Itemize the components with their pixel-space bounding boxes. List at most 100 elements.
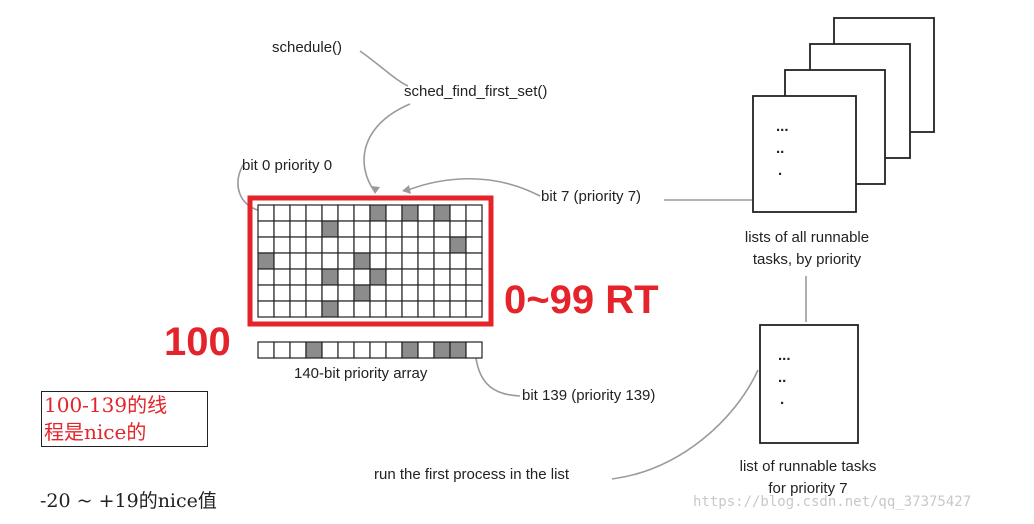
priority-bit-cell xyxy=(257,252,275,270)
connector-find-to-array xyxy=(363,103,411,193)
page-dots-1: . xyxy=(778,162,783,179)
priority-bit-cell-bottom xyxy=(417,341,435,359)
priority-bit-cell xyxy=(401,220,419,238)
priority-bit-cell-bottom xyxy=(353,341,371,359)
watermark: https://blog.csdn.net/qq_37375427 xyxy=(693,494,972,510)
priority-bit-cell xyxy=(305,220,323,238)
priority-bit-cell xyxy=(305,236,323,254)
priority-bit-cell xyxy=(337,284,355,302)
priority-bit-cell xyxy=(289,300,307,318)
priority-bit-cell-bottom xyxy=(305,341,323,359)
priority-bit-cell xyxy=(385,236,403,254)
priority-bit-cell-bottom xyxy=(369,341,387,359)
priority-bit-cell xyxy=(401,204,419,222)
priority-bit-cell xyxy=(385,220,403,238)
priority-bit-cell-bottom xyxy=(257,341,275,359)
priority-bit-cell xyxy=(401,300,419,318)
priority-bit-cell xyxy=(289,252,307,270)
priority-bit-cell-bottom xyxy=(401,341,419,359)
priority-bit-cell xyxy=(433,236,451,254)
priority-bit-cell xyxy=(385,252,403,270)
priority-bit-cell xyxy=(433,204,451,222)
priority-bit-cell xyxy=(449,300,467,318)
all-lists-caption-line2: tasks, by priority xyxy=(752,251,862,268)
priority-bit-cell xyxy=(257,268,275,286)
run-first-label: run the first process in the list xyxy=(374,466,570,483)
prio7-caption-line2: for priority 7 xyxy=(768,480,848,497)
priority-bit-cell xyxy=(465,220,483,238)
priority-bit-cell xyxy=(337,236,355,254)
connector-run-first xyxy=(611,369,759,480)
prio7-dots-3: ... xyxy=(778,347,791,364)
priority-bit-cell xyxy=(337,268,355,286)
priority-bit-cell xyxy=(449,252,467,270)
priority-bit-cell xyxy=(273,252,291,270)
priority-bit-cell xyxy=(353,252,371,270)
priority-bit-cell xyxy=(305,300,323,318)
bit139-label: bit 139 (priority 139) xyxy=(522,387,656,404)
priority-bit-cell xyxy=(337,300,355,318)
priority-bit-cell xyxy=(465,300,483,318)
priority-bit-cell xyxy=(321,220,339,238)
priority-bit-cell xyxy=(257,220,275,238)
priority-bit-cell xyxy=(465,204,483,222)
priority-bit-cell xyxy=(353,236,371,254)
priority-bit-cell xyxy=(433,252,451,270)
priority-bit-cell xyxy=(305,268,323,286)
priority-bit-cell xyxy=(321,236,339,254)
priority-bit-cell xyxy=(321,204,339,222)
priority-bit-cell xyxy=(353,300,371,318)
priority-bit-cell xyxy=(305,284,323,302)
priority-bit-cell xyxy=(401,236,419,254)
priority-bit-cell xyxy=(369,204,387,222)
page-dots-3: ... xyxy=(776,118,789,135)
priority-bit-cell xyxy=(273,284,291,302)
rt-highlight-box xyxy=(247,195,494,327)
priority-bit-cell xyxy=(305,252,323,270)
hundred-annotation: 100 xyxy=(164,320,231,364)
priority-bit-cell xyxy=(273,204,291,222)
task-list-page-1 xyxy=(752,95,857,213)
priority-bit-cell-bottom xyxy=(337,341,355,359)
priority-bit-cell xyxy=(353,220,371,238)
prio7-dots-1: . xyxy=(780,391,785,408)
arrowhead-find xyxy=(371,186,380,194)
priority-bit-cell xyxy=(385,268,403,286)
priority-array-bottom-row xyxy=(257,341,483,359)
array-caption: 140-bit priority array xyxy=(294,365,428,382)
priority-bit-cell-bottom xyxy=(449,341,467,359)
priority-bit-cell xyxy=(321,268,339,286)
priority-bit-cell xyxy=(385,204,403,222)
priority-bit-cell xyxy=(433,284,451,302)
priority-bit-cell-bottom xyxy=(289,341,307,359)
bit0-label: bit 0 priority 0 xyxy=(242,157,333,174)
schedule-label: schedule() xyxy=(272,39,343,56)
priority-bit-cell xyxy=(449,284,467,302)
bit7-label: bit 7 (priority 7) xyxy=(541,188,642,205)
all-lists-caption-line1: lists of all runnable xyxy=(744,229,870,246)
priority-bit-cell xyxy=(305,204,323,222)
priority-bit-cell xyxy=(321,252,339,270)
priority-bit-cell xyxy=(449,236,467,254)
arrowhead-bit7 xyxy=(402,185,411,194)
priority-bit-cell xyxy=(465,268,483,286)
nice-threads-note: 100-139的线 程是nice的 xyxy=(41,391,208,447)
priority-bit-cell xyxy=(465,252,483,270)
priority-7-page xyxy=(759,324,859,444)
priority-bit-cell xyxy=(449,220,467,238)
connector-bit139 xyxy=(475,357,521,397)
priority-bit-cell xyxy=(369,220,387,238)
priority-bit-cell xyxy=(289,204,307,222)
priority-bit-cell xyxy=(385,284,403,302)
priority-bit-cell xyxy=(433,220,451,238)
priority-bit-cell xyxy=(257,204,275,222)
priority-bit-cell xyxy=(257,236,275,254)
priority-bit-cell xyxy=(401,284,419,302)
priority-bit-cell xyxy=(369,236,387,254)
prio7-dots-2: .. xyxy=(778,369,787,386)
priority-bit-cell xyxy=(273,300,291,318)
priority-bit-cell xyxy=(385,300,403,318)
priority-bit-cell xyxy=(369,300,387,318)
priority-bit-cell xyxy=(273,220,291,238)
priority-bit-cell xyxy=(401,252,419,270)
